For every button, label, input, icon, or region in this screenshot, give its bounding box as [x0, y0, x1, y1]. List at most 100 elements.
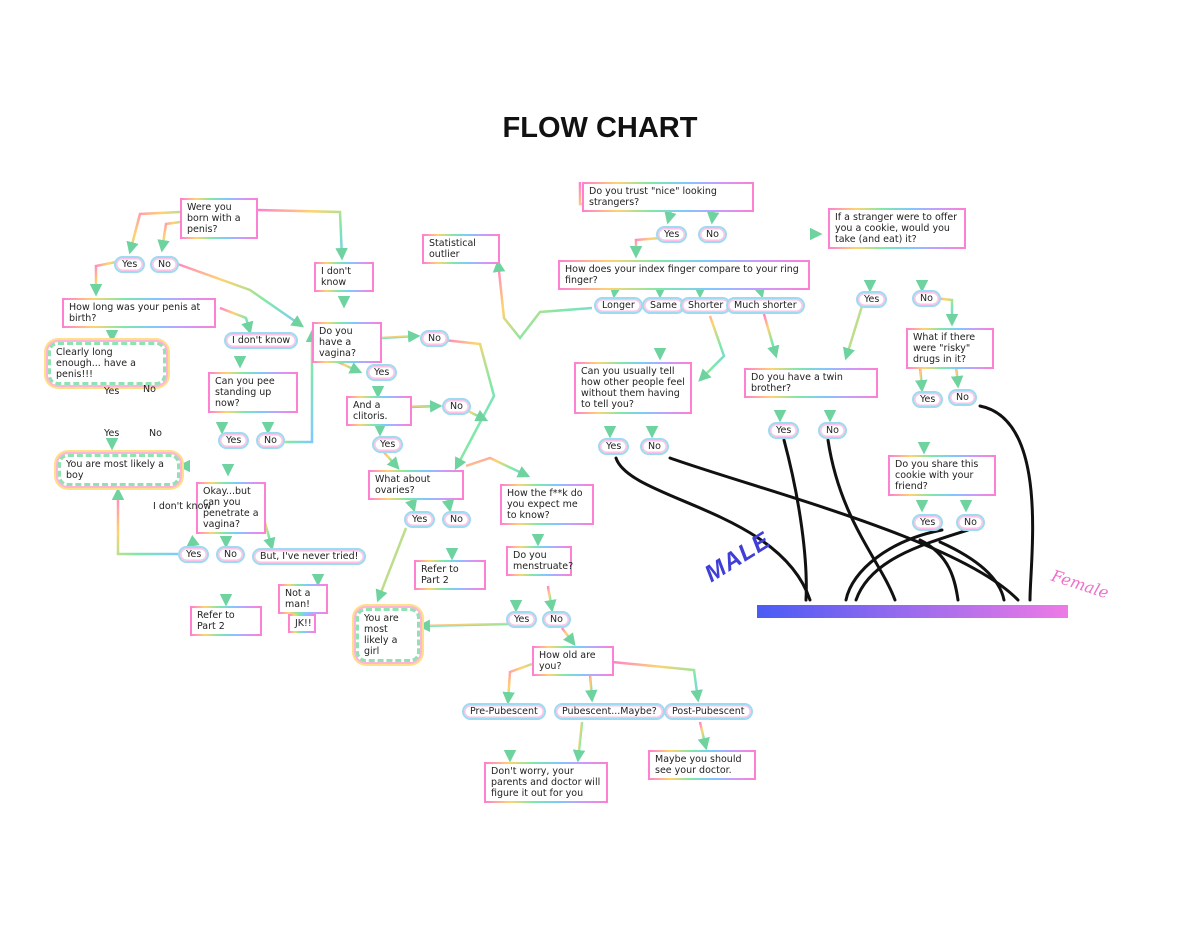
node-yes: Yes: [912, 391, 944, 408]
node-yes: Yes: [598, 438, 630, 455]
node-no: No: [948, 389, 977, 406]
spectrum-line: [826, 438, 897, 602]
edge: [257, 208, 348, 261]
edge: [842, 305, 864, 361]
node-no: No: [956, 514, 985, 531]
node-risky-drugs: What if there were "risky" drugs in it?: [906, 328, 994, 369]
node-clearly-long: Clearly long enough... have a penis!!!: [48, 342, 166, 385]
node-yes: Yes: [506, 611, 538, 628]
edge: [89, 260, 117, 297]
node-no: No: [542, 611, 571, 628]
edge: [762, 313, 780, 359]
spectrum-line: [918, 538, 960, 602]
node-see-doctor: Maybe you should see your doctor.: [648, 750, 756, 780]
edge: [502, 662, 533, 705]
node-clitoris: And a clitoris.: [346, 396, 412, 426]
edge: [561, 627, 576, 646]
node-penetrate: Okay...but can you penetrate a vagina?: [196, 482, 266, 534]
edge: [544, 585, 557, 613]
node-post-pubescent: Post-Pubescent: [664, 703, 753, 720]
node-yes: Yes: [768, 422, 800, 439]
node-pre-pubescent: Pre-Pubescent: [462, 703, 546, 720]
spectrum-line: [668, 456, 1020, 602]
node-same: Same: [642, 297, 685, 314]
edge: [157, 220, 181, 253]
node-no: No: [640, 438, 669, 455]
node-no: No: [420, 330, 449, 347]
gender-spectrum-bar: [757, 605, 1068, 618]
edge: [126, 210, 181, 255]
edge: [697, 721, 710, 751]
edge: [611, 660, 703, 703]
node-share-cookie: Do you share this cookie with your frien…: [888, 455, 996, 496]
node-shorter: Shorter: [680, 297, 732, 314]
node-have-vagina: Do you have a vagina?: [312, 322, 382, 363]
node-yes: Yes: [114, 256, 146, 273]
node-no: No: [442, 398, 471, 415]
node-boy: You are most likely a boy: [58, 454, 180, 486]
label-no: No: [149, 428, 162, 439]
edge: [698, 315, 726, 382]
edge: [492, 259, 593, 341]
node-longer: Longer: [594, 297, 643, 314]
node-born-with-penis: Were you born with a penis?: [180, 198, 258, 239]
node-jk: JK!!: [288, 614, 316, 633]
node-yes: Yes: [856, 291, 888, 308]
node-yes: Yes: [372, 436, 404, 453]
node-no: No: [442, 511, 471, 528]
node-pee-standing: Can you pee standing up now?: [208, 372, 298, 413]
spectrum-line: [782, 438, 808, 602]
node-cookie: If a stranger were to offer you a cookie…: [828, 208, 966, 249]
node-statistical-outlier: Statistical outlier: [422, 234, 500, 264]
node-index-finger: How does your index finger compare to yo…: [558, 260, 810, 290]
node-menstruate: Do you menstruate?: [506, 546, 573, 576]
edge: [186, 535, 200, 548]
spectrum-line: [938, 540, 1006, 602]
label-yes: Yes: [104, 428, 120, 439]
node-no: No: [150, 256, 179, 273]
label-dont-know: I don't know: [153, 501, 212, 512]
edge: [111, 487, 178, 556]
node-no: No: [912, 290, 941, 307]
edge: [379, 330, 421, 343]
node-no: No: [818, 422, 847, 439]
edge: [280, 329, 319, 444]
node-refer-part2: Refer to Part 2: [190, 606, 262, 636]
node-pubescent-maybe: Pubescent...Maybe?: [554, 703, 665, 720]
spectrum-line: [854, 528, 970, 602]
node-dont-know: I don't know: [314, 262, 374, 292]
node-yes: Yes: [656, 226, 688, 243]
edge: [171, 260, 305, 328]
node-refer-part2: Refer to Part 2: [414, 560, 486, 590]
node-not-a-man: Not a man!: [278, 584, 328, 614]
edge: [629, 236, 661, 259]
edge: [375, 527, 408, 603]
node-yes: Yes: [218, 432, 250, 449]
node-yes: Yes: [178, 546, 210, 563]
node-yes: Yes: [404, 511, 436, 528]
edge: [572, 721, 586, 763]
edge: [409, 400, 443, 413]
edge: [585, 671, 598, 703]
spectrum-line: [844, 528, 944, 602]
edge: [443, 338, 496, 471]
node-how-know: How the f**k do you expect me to know?: [500, 484, 594, 525]
spectrum-line: [614, 456, 812, 602]
node-tell-feel: Can you usually tell how other people fe…: [574, 362, 692, 414]
node-trust-strangers: Do you trust "nice" looking strangers?: [582, 182, 754, 212]
node-dont-know: I don't know: [224, 332, 299, 349]
node-girl: You are most likely a girl: [356, 608, 420, 662]
label-yes: Yes: [104, 386, 120, 397]
node-dont-worry: Don't worry, your parents and doctor wil…: [484, 762, 608, 803]
edge: [465, 456, 531, 478]
edge: [219, 306, 254, 335]
node-no: No: [216, 546, 245, 563]
node-much-shorter: Much shorter: [726, 297, 805, 314]
spectrum-line: [978, 404, 1035, 602]
node-yes: Yes: [366, 364, 398, 381]
label-no: No: [143, 384, 156, 395]
edge: [381, 449, 400, 470]
edge: [337, 360, 363, 374]
